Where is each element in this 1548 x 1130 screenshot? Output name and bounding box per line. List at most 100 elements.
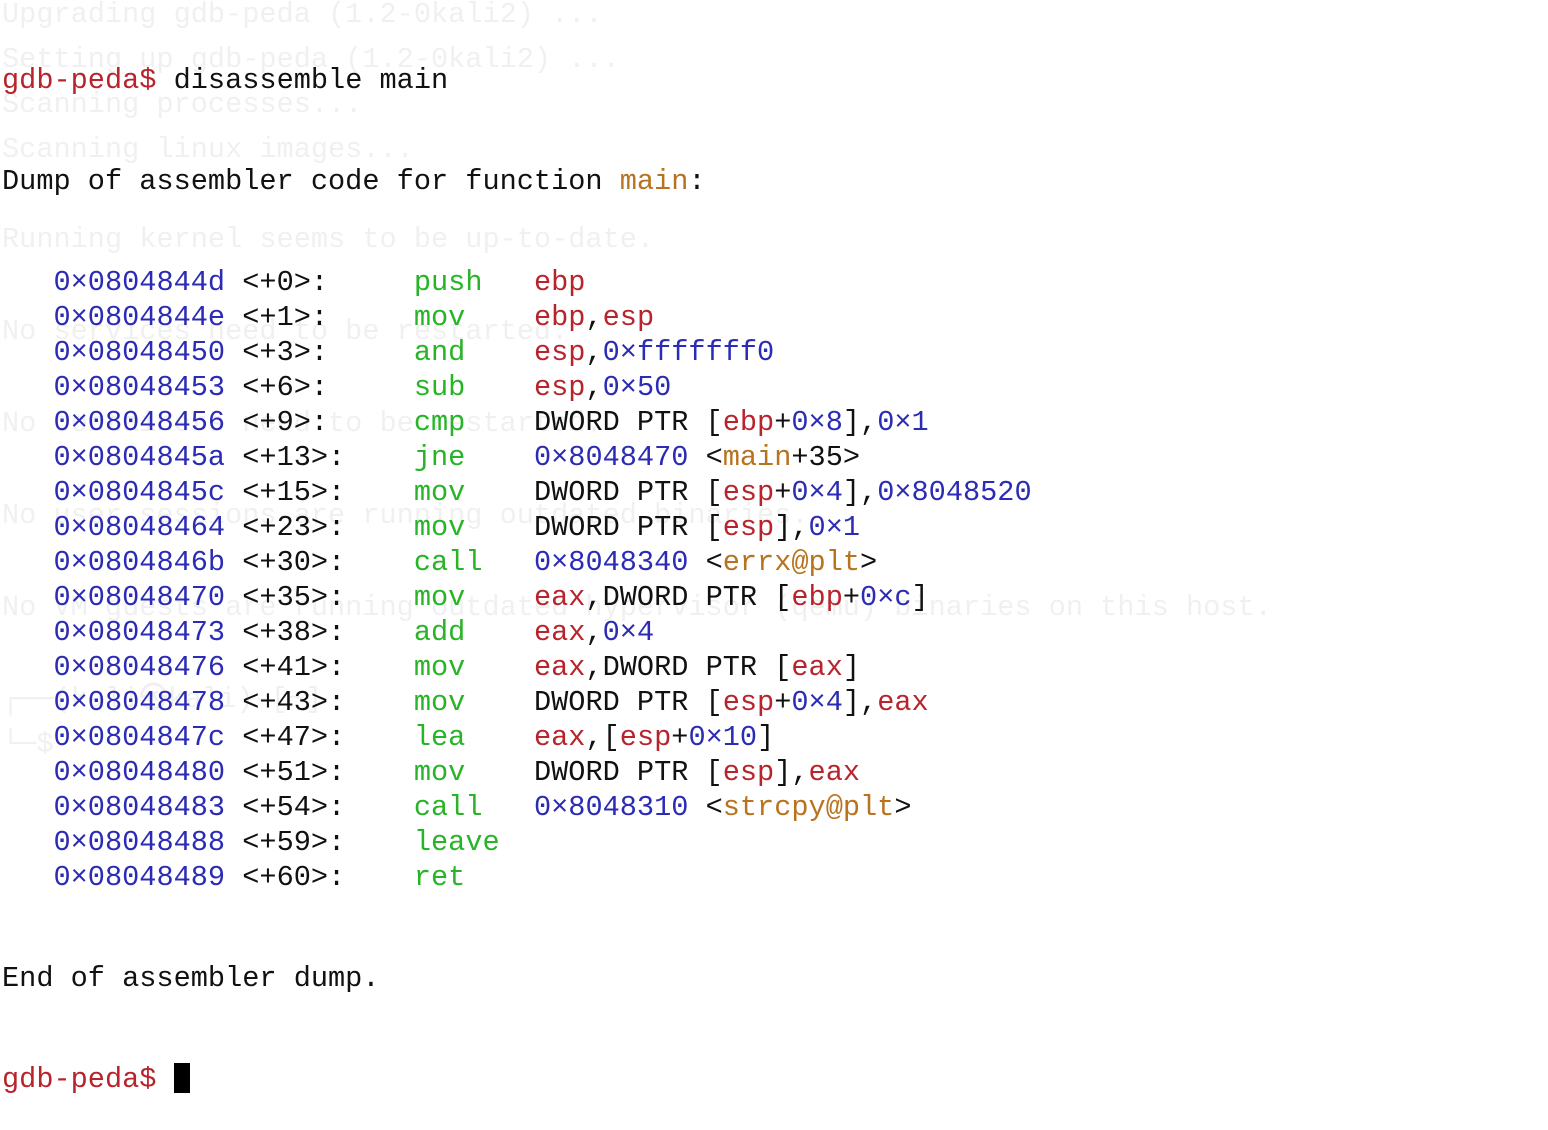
gdb-terminal[interactable]: gdb-peda$ disassemble main Dump of assem… [2,0,1032,1130]
instruction-operand: esp [533,371,586,404]
instruction-row: 0×08048473 <+38>: add eax,0×4 [2,615,1032,650]
instruction-row: 0×08048483 <+54>: call 0×8048310 <strcpy… [2,790,1032,825]
instruction-operand: + [774,406,792,439]
instruction-offset: <+1>: [242,301,414,334]
instruction-operand: eax [791,651,843,684]
instruction-address: 0×0804844e [53,301,226,334]
instruction-operand: + [774,686,792,719]
instruction-row: 0×0804846b <+30>: call 0×8048340 <errx@p… [2,545,1032,580]
instruction-address: 0×08048480 [53,756,226,789]
instruction-operand: +35> [791,441,861,474]
instruction-address: 0×0804844d [53,266,226,299]
instruction-offset: <+23>: [242,511,414,544]
instruction-operand: < [688,441,723,474]
ghost-line: Scanning processes... [2,88,363,121]
command-text: disassemble main [173,64,449,97]
instruction-address: 0×0804847c [53,721,226,754]
instruction-operand: < [688,791,723,824]
instruction-mnemonic: ret [413,861,534,894]
instruction-operand: ] [842,651,861,684]
instruction-address: 0×08048488 [53,826,226,859]
instruction-address: 0×0804845c [53,476,226,509]
instruction-operand: ], [774,756,809,789]
instruction-row: 0×08048464 <+23>: mov DWORD PTR [esp],0×… [2,510,1032,545]
instruction-operand: DWORD PTR [ [533,476,723,509]
instruction-address: 0×08048470 [53,581,226,614]
instruction-operand: ] [757,721,775,754]
instruction-operand: > [894,791,912,824]
instruction-operand: eax [533,581,586,614]
instruction-address: 0×08048456 [53,406,226,439]
instruction-offset: <+0>: [242,266,414,299]
instruction-mnemonic: call [413,546,534,579]
instruction-row: 0×08048450 <+3>: and esp,0×fffffff0 [2,335,1032,370]
instruction-operand: esp [533,336,586,369]
instruction-offset: <+30>: [242,546,414,579]
instruction-offset: <+38>: [242,616,414,649]
instruction-mnemonic: mov [413,511,534,544]
instruction-mnemonic: mov [413,301,534,334]
instruction-operand: 0×8048470 [533,441,689,474]
instruction-address: 0×08048450 [53,336,226,369]
instruction-row: 0×0804844e <+1>: mov ebp,esp [2,300,1032,335]
instruction-operand: 0×8048520 [877,476,1032,509]
instruction-operand: ,DWORD PTR [ [585,581,792,614]
instruction-operand: eax [533,651,586,684]
instruction-operand: ], [842,406,878,439]
instruction-operand: DWORD PTR [ [533,406,723,439]
instruction-operand: 0×4 [791,686,843,719]
instruction-operand: 0×4 [791,476,843,509]
ghost-line: Scanning linux images... [2,133,414,166]
instruction-operand: + [671,721,689,754]
text-cursor [173,1063,190,1093]
instruction-offset: <+59>: [242,826,414,859]
instruction-operand: ], [842,686,878,719]
instruction-operand: esp [722,756,775,789]
instruction-row: 0×08048489 <+60>: ret [2,860,1032,895]
instruction-row: 0×0804844d <+0>: push ebp [2,265,1032,300]
instruction-address: 0×0804846b [53,546,226,579]
instruction-operand: esp [722,686,775,719]
instruction-offset: <+3>: [242,336,414,369]
instruction-row: 0×08048470 <+35>: mov eax,DWORD PTR [ebp… [2,580,1032,615]
header-colon: : [688,165,706,198]
instruction-operand: ,[ [585,721,620,754]
instruction-offset: <+60>: [242,861,414,894]
instruction-offset: <+54>: [242,791,414,824]
instruction-operand: esp [722,476,775,509]
input-line[interactable]: gdb-peda$ [2,1062,1032,1097]
instruction-operand: eax [533,721,586,754]
ghost-line: └─$ [2,728,54,761]
instruction-mnemonic: leave [413,826,534,859]
header-text: Dump of assembler code for function [2,165,620,198]
instruction-operand: 0×c [860,581,912,614]
instruction-operand: ebp [533,301,586,334]
instruction-mnemonic: mov [413,651,534,684]
instruction-mnemonic: and [413,336,534,369]
instruction-operand: ebp [791,581,843,614]
instruction-operand: 0×4 [602,616,655,649]
instruction-operand: esp [602,301,655,334]
instruction-operand: 0×8048340 [533,546,689,579]
instruction-row: 0×08048480 <+51>: mov DWORD PTR [esp],ea… [2,755,1032,790]
function-name: main [619,165,689,198]
ghost-line: No services need to be restarted. [2,315,569,348]
instruction-offset: <+51>: [242,756,414,789]
instruction-mnemonic: add [413,616,534,649]
instruction-operand: , [585,301,603,334]
instruction-address: 0×08048473 [53,616,226,649]
instruction-row: 0×08048456 <+9>: cmp DWORD PTR [ebp+0×8]… [2,405,1032,440]
instruction-mnemonic: jne [413,441,534,474]
instruction-address: 0×08048464 [53,511,226,544]
instruction-offset: <+15>: [242,476,414,509]
instruction-row: 0×0804847c <+47>: lea eax,[esp+0×10] [2,720,1032,755]
ghost-line: No user sessions are running outdated bi… [2,499,809,532]
instruction-address: 0×0804845a [53,441,226,474]
instruction-operand: < [688,546,723,579]
dump-footer: End of assembler dump. [2,962,380,995]
dump-header: Dump of assembler code for function main… [2,164,1032,199]
ghost-line: Running kernel seems to be up-to-date. [2,223,655,256]
instruction-operand: ,DWORD PTR [ [585,651,792,684]
instruction-mnemonic: cmp [413,406,534,439]
instruction-row: 0×0804845a <+13>: jne 0×8048470 <main+35… [2,440,1032,475]
